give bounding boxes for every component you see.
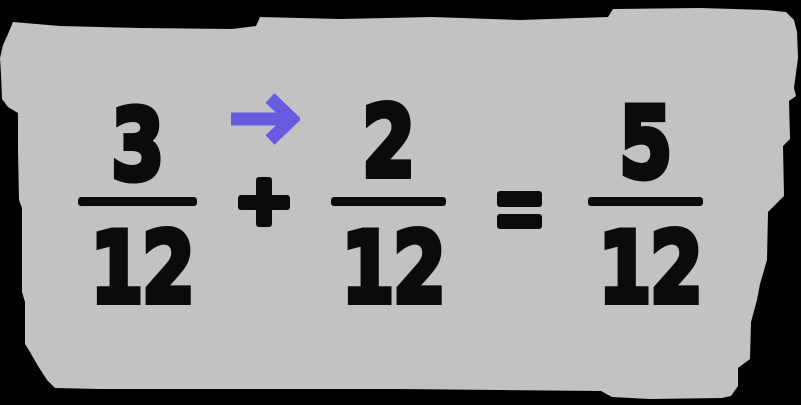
sum-numerator: 5 xyxy=(617,87,675,201)
sum-denominator: 12 xyxy=(596,212,706,326)
addend1-fraction-bar xyxy=(78,197,197,206)
addend2-fraction-bar xyxy=(331,197,446,206)
equals-bottom-bar xyxy=(497,214,542,229)
addend2-denominator: 12 xyxy=(339,212,449,326)
plus-vertical-bar xyxy=(256,177,272,227)
equals-top-bar xyxy=(497,191,542,207)
addend1-numerator: 3 xyxy=(109,89,167,203)
sum-fraction-bar xyxy=(588,197,703,206)
addend2-numerator: 2 xyxy=(360,86,418,200)
right-arrow-icon xyxy=(231,93,300,145)
addend1-denominator: 12 xyxy=(88,212,198,326)
